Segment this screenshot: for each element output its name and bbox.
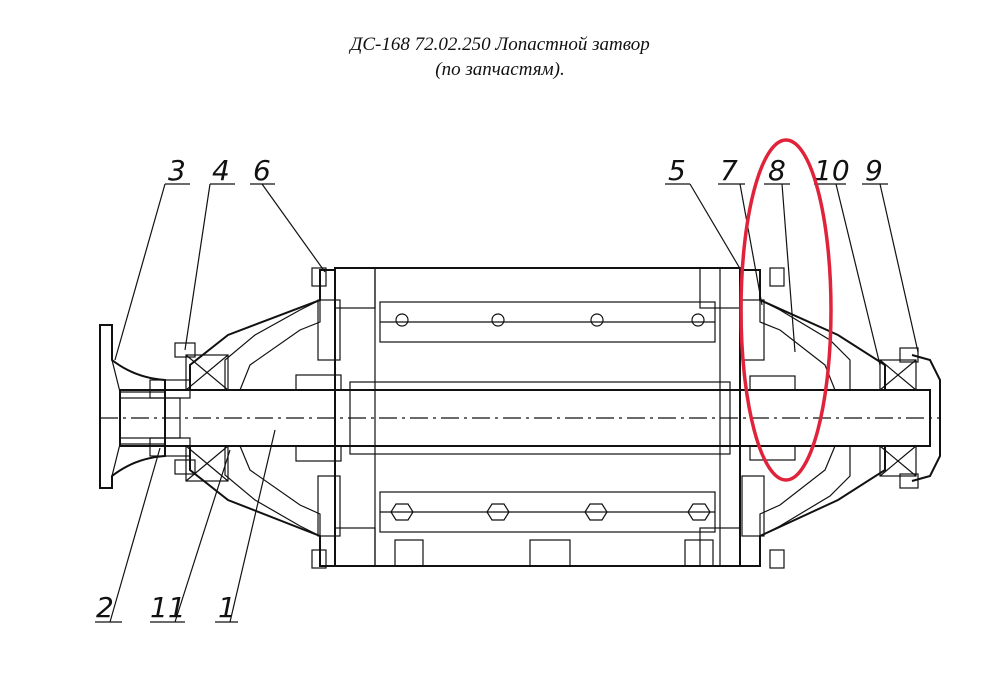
leader-lines [95, 183, 919, 623]
left-end-cover [174, 267, 342, 569]
callout-7: 7 [720, 154, 738, 187]
callout-numbers: 3 4 6 5 7 8 10 9 2 11 1 [96, 154, 883, 624]
callout-4: 4 [212, 154, 230, 187]
housing [334, 267, 741, 567]
rotor-blades [379, 301, 716, 567]
highlight-ellipse [739, 138, 833, 482]
callout-5: 5 [668, 154, 686, 187]
callout-10: 10 [814, 154, 850, 187]
left-flange [99, 324, 191, 489]
callout-6: 6 [253, 154, 271, 187]
callout-1: 1 [218, 591, 236, 624]
drawing-subtitle: (по запчастям). [435, 59, 565, 80]
callout-2: 2 [96, 591, 114, 624]
callout-11: 11 [150, 591, 186, 624]
callout-9: 9 [865, 154, 883, 187]
drawing-title: ДС-168 72.02.250 Лопастной затвор [350, 34, 650, 55]
callout-3: 3 [168, 154, 186, 187]
callout-8: 8 [768, 154, 786, 187]
right-end-cover [740, 267, 941, 569]
